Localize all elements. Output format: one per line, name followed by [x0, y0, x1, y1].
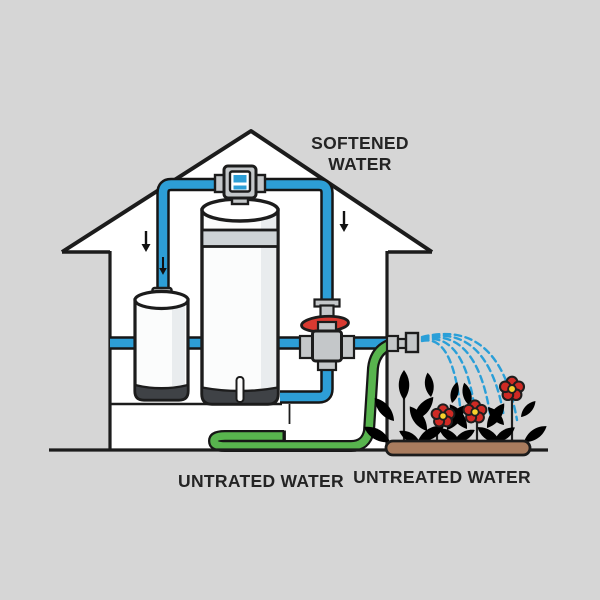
display-bar-bottom: [233, 185, 247, 190]
softener-tank: [200, 197, 280, 406]
tank-drain-peg: [235, 376, 245, 403]
cross-body: [311, 329, 343, 363]
hose-end-cap: [282, 430, 286, 442]
softener-tank-band: [200, 228, 280, 248]
soil-bed: [384, 439, 532, 457]
untrated-water-label: UNTRATED WATER: [178, 471, 344, 491]
flower-bed: [361, 370, 550, 457]
nozzle-neck: [396, 337, 408, 350]
wall-coupling: [385, 334, 400, 353]
brine-tank-base: [133, 383, 190, 402]
garden-hose-coil: [207, 338, 394, 452]
brine-tank-top: [133, 289, 190, 311]
spray-stream: [420, 336, 492, 416]
loop-pipe: [158, 180, 332, 402]
shutoff-valve-assembly: [298, 298, 356, 372]
softener-tank-shading: [261, 216, 276, 388]
spray-stream: [420, 334, 506, 419]
hose: [210, 340, 393, 450]
brine-tank-shading: [172, 306, 185, 386]
nozzle-tip: [404, 331, 420, 354]
display-bar-top: [233, 175, 247, 183]
control-valve-head: [213, 164, 267, 206]
untreated-water-label: UNTREATED WATER: [353, 467, 531, 487]
spray-stream: [420, 337, 477, 413]
brine-tank: [133, 286, 190, 402]
softened-water-label-line1: SOFTENED: [311, 133, 409, 153]
softened-water-label-line2: WATER: [328, 154, 391, 174]
labels: SOFTENED WATER UNTRATED WATER UNTREATED …: [178, 133, 531, 491]
hose-nozzle: [385, 331, 420, 354]
